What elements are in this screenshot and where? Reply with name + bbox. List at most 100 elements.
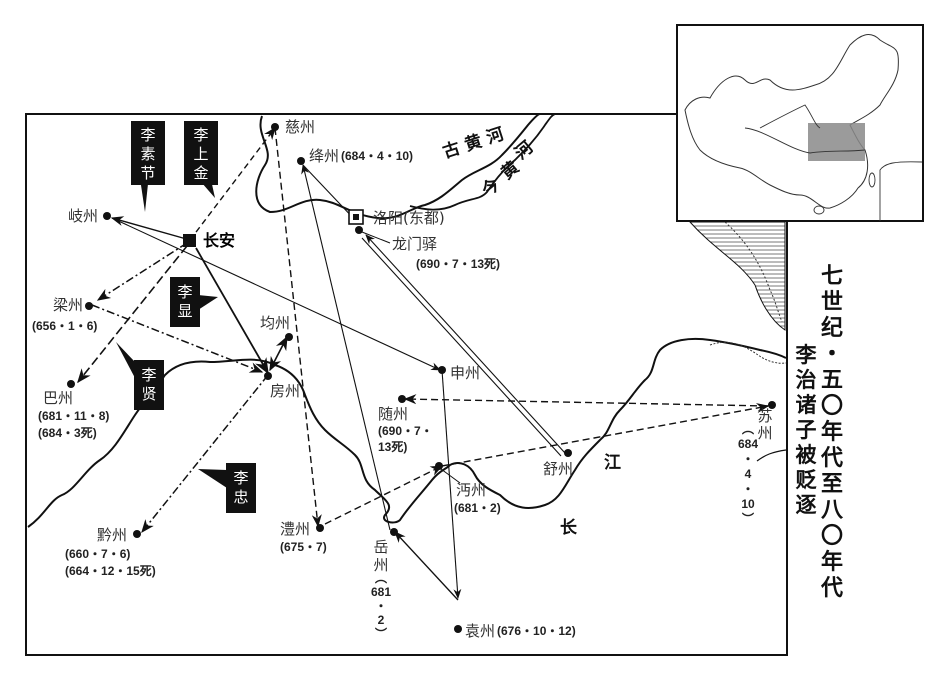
tag-1-char: 金 bbox=[193, 164, 208, 182]
title1-char: ・ bbox=[821, 341, 843, 367]
label-junzhou: 均州 bbox=[260, 314, 290, 332]
date-suzhou-char: 4 bbox=[745, 467, 752, 481]
inset-hainan bbox=[813, 205, 825, 215]
sea-hatch bbox=[688, 221, 786, 331]
route-li-shangjin bbox=[189, 126, 276, 241]
route-suzhou-suizhou bbox=[403, 394, 769, 407]
tag-0-char: 素 bbox=[140, 145, 155, 163]
dot-suzhou bbox=[768, 401, 776, 409]
dot-qianzhou bbox=[133, 530, 141, 538]
date-yuezhou-char: ︵ bbox=[374, 571, 388, 585]
date-bazhou-2: (684・3死) bbox=[38, 426, 97, 440]
coast-dotted bbox=[724, 221, 783, 323]
label-yangtze: 长江 bbox=[560, 453, 621, 538]
label-qianzhou: 黔州 bbox=[97, 526, 127, 544]
tag-3-char: 贤 bbox=[141, 385, 156, 403]
label-bazhou: 巴州 bbox=[43, 389, 73, 407]
label-jiangzhou: 绛州 bbox=[309, 147, 339, 165]
inset-highlight bbox=[808, 123, 865, 161]
river-yangtze bbox=[27, 337, 787, 528]
title2-char: 诸 bbox=[796, 392, 817, 417]
tag-li-zhong: 李忠 bbox=[198, 463, 256, 513]
luoyang-marker-inner bbox=[353, 214, 359, 220]
date-suzhou-char: ・ bbox=[742, 452, 754, 466]
inset-china-outline bbox=[684, 34, 899, 209]
label-yuanzhou: 袁州 bbox=[465, 622, 495, 640]
date-qianzhou-1: (660・7・6) bbox=[65, 547, 130, 561]
title1-char: 纪 bbox=[821, 315, 843, 341]
inset-yellow-river bbox=[759, 104, 821, 129]
title1-char: 年 bbox=[821, 549, 843, 575]
label-suzhou: 苏州 bbox=[757, 407, 772, 442]
title2-char: 逐 bbox=[796, 492, 817, 517]
title2-char: 子 bbox=[796, 417, 817, 442]
tag-1-char: 李 bbox=[193, 126, 208, 144]
route-qizhou-shenzhou bbox=[111, 217, 441, 371]
route-yuanzhou-yuezhou bbox=[394, 531, 459, 601]
dot-lizhou bbox=[316, 524, 324, 532]
dot-fangzhou bbox=[264, 372, 272, 380]
luoyang-label: 洛阳(东都) bbox=[373, 209, 445, 227]
route-cizhou-lizhou bbox=[274, 127, 322, 528]
date-suzhou-char: ・ bbox=[742, 482, 754, 496]
route-li-xian-display bbox=[195, 247, 269, 375]
route-yuanzhou-jiangzhou bbox=[301, 164, 391, 531]
label-liangzhou: 梁州 bbox=[53, 296, 83, 314]
label-qizhou: 岐州 bbox=[68, 207, 98, 225]
dot-jiangzhou bbox=[297, 157, 305, 165]
date-suzhou-char: 684 bbox=[738, 437, 758, 451]
label-suizhou: 随州 bbox=[378, 405, 408, 423]
route-jiangzhou-luoyang bbox=[302, 164, 358, 223]
tag-li-shangjin: 李上金 bbox=[184, 121, 218, 198]
label-shenzhou: 申州 bbox=[450, 364, 480, 382]
date-suzhou-char: 10 bbox=[741, 497, 755, 511]
label-mianzhou: 沔州 bbox=[456, 481, 486, 499]
tag-2-char: 显 bbox=[177, 302, 192, 320]
title1-char: 〇 bbox=[821, 393, 843, 419]
title2-char: 贬 bbox=[796, 467, 818, 492]
dot-mianzhou bbox=[435, 462, 443, 470]
tag-li-xian-display: 李显 bbox=[170, 277, 218, 327]
title1-char: 〇 bbox=[821, 523, 843, 549]
label-lizhou: 澧州 bbox=[280, 520, 310, 538]
dot-shenzhou bbox=[438, 366, 446, 374]
date-suizhou-2: 13死) bbox=[378, 440, 407, 454]
title1-char: 七 bbox=[821, 263, 843, 289]
title1-char: 世 bbox=[821, 289, 843, 315]
tag-li-sujie: 李素节 bbox=[131, 121, 165, 212]
label-fangzhou: 房州 bbox=[270, 382, 300, 400]
tag-2-char: 李 bbox=[177, 283, 192, 301]
route-fangzhou-junzhou bbox=[269, 335, 288, 372]
title2-char: 被 bbox=[796, 442, 818, 467]
date-yuezhou-char: 2 bbox=[378, 613, 385, 627]
route-fangzhou-qianzhou bbox=[141, 374, 269, 534]
dot-shuzhou bbox=[564, 449, 572, 457]
label-cizhou: 慈州 bbox=[285, 118, 315, 136]
title1-char: 年 bbox=[821, 419, 843, 445]
date-suzhou-char: ︵ bbox=[741, 422, 755, 436]
title1-char: 代 bbox=[820, 445, 843, 471]
title1-char: 八 bbox=[821, 497, 844, 523]
tag-0-char: 李 bbox=[140, 126, 155, 144]
dot-longmenyi bbox=[355, 226, 363, 234]
date-yuezhou: ︵681・2︶ bbox=[371, 571, 391, 641]
date-yuanzhou: (676・10・12) bbox=[497, 624, 576, 638]
label-shuzhou: 舒州 bbox=[543, 460, 573, 478]
yuezhou-name-char: 州 bbox=[373, 556, 388, 574]
dot-liangzhou bbox=[85, 302, 93, 310]
date-suizhou-1: (690・7・ bbox=[378, 424, 433, 438]
map-frame bbox=[25, 113, 788, 656]
tag-4-char: 李 bbox=[233, 469, 248, 487]
route-li-sujie bbox=[110, 216, 191, 241]
tag-0-char: 节 bbox=[140, 164, 155, 182]
route-shuzhou-longmen-a bbox=[365, 234, 566, 454]
inset-taiwan bbox=[868, 172, 876, 188]
tag-3-char: 李 bbox=[141, 366, 156, 384]
tag-4-char: 忠 bbox=[233, 488, 248, 506]
dot-suizhou bbox=[398, 395, 406, 403]
river-yellow-new bbox=[409, 113, 556, 211]
longmen-leader bbox=[361, 231, 391, 244]
new-yellow-char: 黄 bbox=[497, 157, 524, 184]
